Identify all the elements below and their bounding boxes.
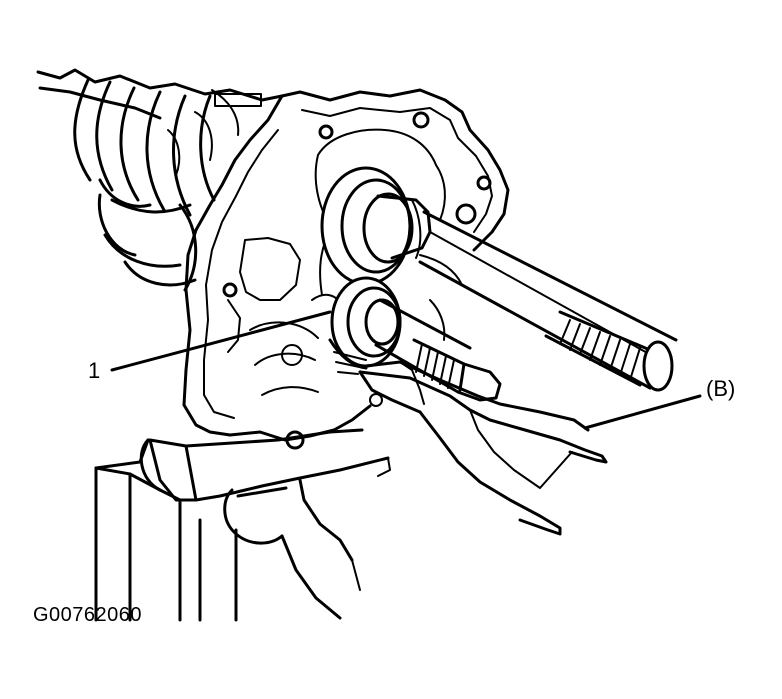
callout-1: 1 <box>88 310 332 383</box>
callout-1-label: 1 <box>88 358 100 383</box>
lower-shaft-drawing <box>328 276 502 402</box>
callout-b-label: (B) <box>706 376 735 401</box>
callout-1-leader <box>110 310 332 372</box>
callout-b: (B) <box>583 376 735 430</box>
bench-fixture-drawing <box>94 428 391 622</box>
gear-cluster-drawing <box>36 68 284 292</box>
callout-b-leader <box>583 394 702 430</box>
snap-ring-pliers-drawing <box>358 360 608 536</box>
figure-id: G00762060 <box>33 604 143 626</box>
